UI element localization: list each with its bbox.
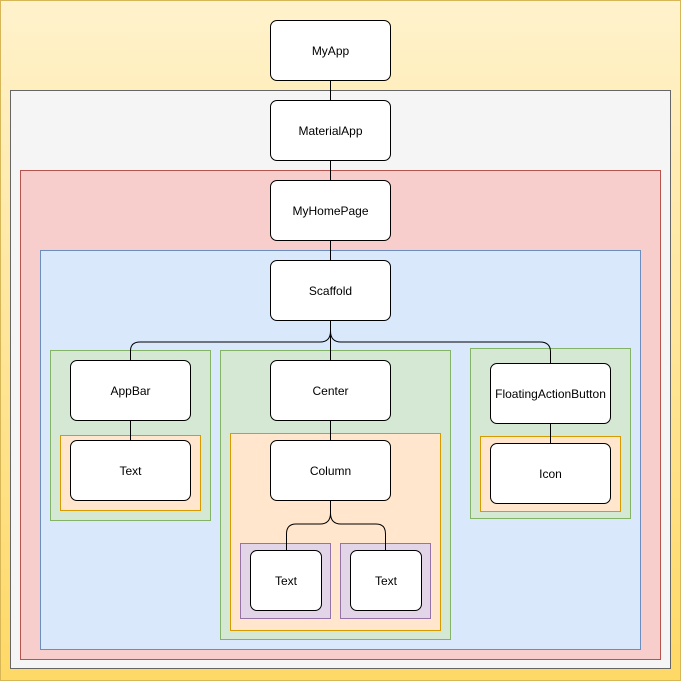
node-appbar: AppBar (70, 360, 191, 421)
node-myapp: MyApp (270, 20, 391, 81)
node-column-text-2: Text (350, 550, 422, 611)
node-center: Center (270, 360, 391, 421)
node-myhomepage: MyHomePage (270, 180, 391, 241)
node-appbar-text: Text (70, 440, 191, 501)
node-materialapp: MaterialApp (270, 100, 391, 161)
node-column: Column (270, 440, 391, 501)
node-column-text-1: Text (250, 550, 322, 611)
node-fab-icon: Icon (490, 443, 611, 504)
node-floatingactionbutton: FloatingActionButton (490, 363, 611, 424)
node-scaffold: Scaffold (270, 260, 391, 321)
